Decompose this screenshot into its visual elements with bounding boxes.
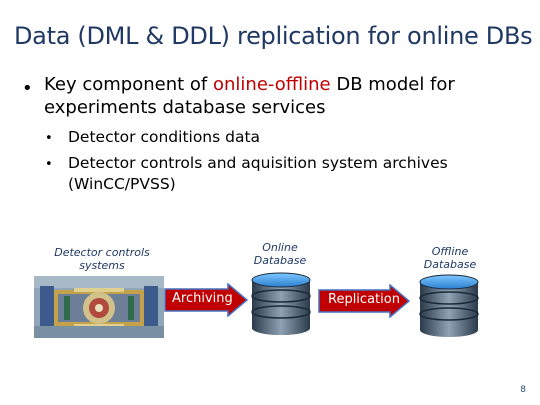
main-bullet-suffix: DB model for experiments database servic… [44, 74, 455, 118]
sub-bullet-1: Detector conditions data [68, 128, 261, 146]
detector-image [34, 276, 164, 338]
archiving-label: Archiving [172, 291, 233, 306]
main-bullet-prefix: Key component of [44, 74, 213, 95]
replication-label: Replication [328, 292, 400, 307]
offline-db-label: Offline Database [423, 245, 477, 271]
replication-arrow-icon [318, 284, 410, 318]
sub-bullet-2: Detector controls and aquisition system … [68, 154, 448, 193]
archiving-arrow-icon [164, 283, 248, 317]
main-bullet-accent: online-offline [212, 74, 331, 95]
bullet-marker: • [22, 78, 33, 99]
online-db-label: Online Database [253, 241, 307, 267]
main-bullet-text: Key component of online-offline DB model… [44, 73, 514, 119]
sub-bullet-marker-1: • [45, 131, 53, 146]
sub-bullet-marker-2: • [45, 157, 53, 172]
online-database-icon [251, 272, 311, 335]
page-title: Data (DML & DDL) replication for online … [14, 22, 533, 50]
detector-label: Detector controls systems [54, 246, 150, 272]
slide-number: 8 [520, 385, 526, 395]
offline-database-icon [419, 274, 479, 337]
